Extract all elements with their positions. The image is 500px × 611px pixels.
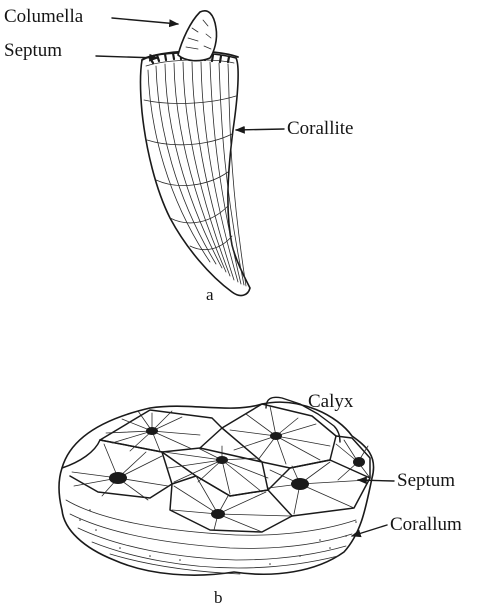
corallite-ribs	[147, 61, 247, 287]
calyx-septa	[71, 405, 371, 533]
label-columella: Columella	[4, 6, 84, 27]
septum-a-arrow	[95, 53, 159, 62]
corallum-side-wall	[65, 499, 357, 575]
label-septum-a: Septum	[4, 40, 62, 61]
solitary-coral-drawing	[139, 10, 251, 297]
septum-b-arrow	[357, 476, 395, 485]
calyx-bracket	[265, 396, 341, 443]
label-calyx: Calyx	[308, 391, 354, 412]
growth-lines	[143, 95, 237, 250]
caption-b: b	[214, 588, 223, 607]
corallite-arrow	[235, 125, 285, 134]
corallite-horn	[139, 52, 251, 297]
colonial-coral-drawing	[58, 401, 375, 576]
columella	[177, 10, 218, 62]
columella-arrow	[111, 17, 179, 28]
label-corallite: Corallite	[287, 118, 353, 139]
calyx-pits	[109, 427, 365, 519]
corallum-arrow	[351, 524, 388, 538]
label-corallum: Corallum	[390, 514, 462, 535]
corallum-stipple	[79, 509, 357, 565]
label-septum-b: Septum	[397, 470, 455, 491]
caption-a: a	[206, 285, 214, 304]
